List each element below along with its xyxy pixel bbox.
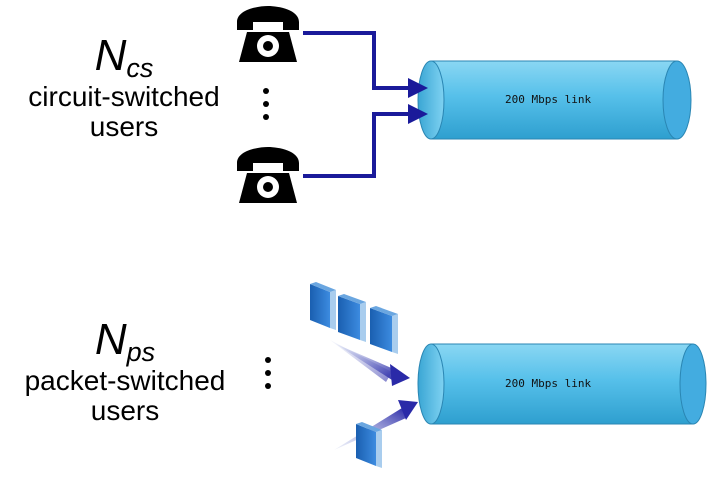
- circuit-users-line1: circuit-switched: [28, 80, 220, 112]
- circuit-wires: [303, 31, 428, 178]
- packet-stream-bottom: [334, 400, 418, 468]
- ncs-letter: N: [94, 31, 127, 80]
- packet-users-line1: packet-switched: [24, 364, 226, 396]
- nps-symbol: Nps: [0, 318, 250, 366]
- link-pipe-top: [417, 60, 692, 140]
- packet-ellipsis: [265, 357, 271, 389]
- telephone-icon: [237, 6, 299, 62]
- packet-icon: [338, 294, 366, 342]
- packet-icon: [356, 422, 382, 468]
- link-label-top: 200 Mbps link: [505, 93, 592, 106]
- nps-letter: N: [94, 315, 127, 364]
- link-label-bottom: 200 Mbps link: [505, 377, 592, 390]
- packet-users-label: Nps packet-switched users: [0, 318, 250, 426]
- circuit-users-label: Ncs circuit-switched users: [0, 34, 248, 142]
- telephone-icon: [237, 147, 299, 203]
- packet-stream-top: [310, 282, 410, 386]
- packet-icon: [310, 282, 336, 330]
- nps-subscript: ps: [126, 336, 156, 367]
- circuit-users-line2: users: [89, 110, 159, 142]
- packet-users-line2: users: [90, 394, 160, 426]
- ncs-subscript: cs: [126, 52, 154, 83]
- link-pipe-bottom: [417, 343, 707, 425]
- circuit-ellipsis: [263, 88, 269, 120]
- ncs-symbol: Ncs: [0, 34, 248, 82]
- packet-icon: [370, 306, 398, 354]
